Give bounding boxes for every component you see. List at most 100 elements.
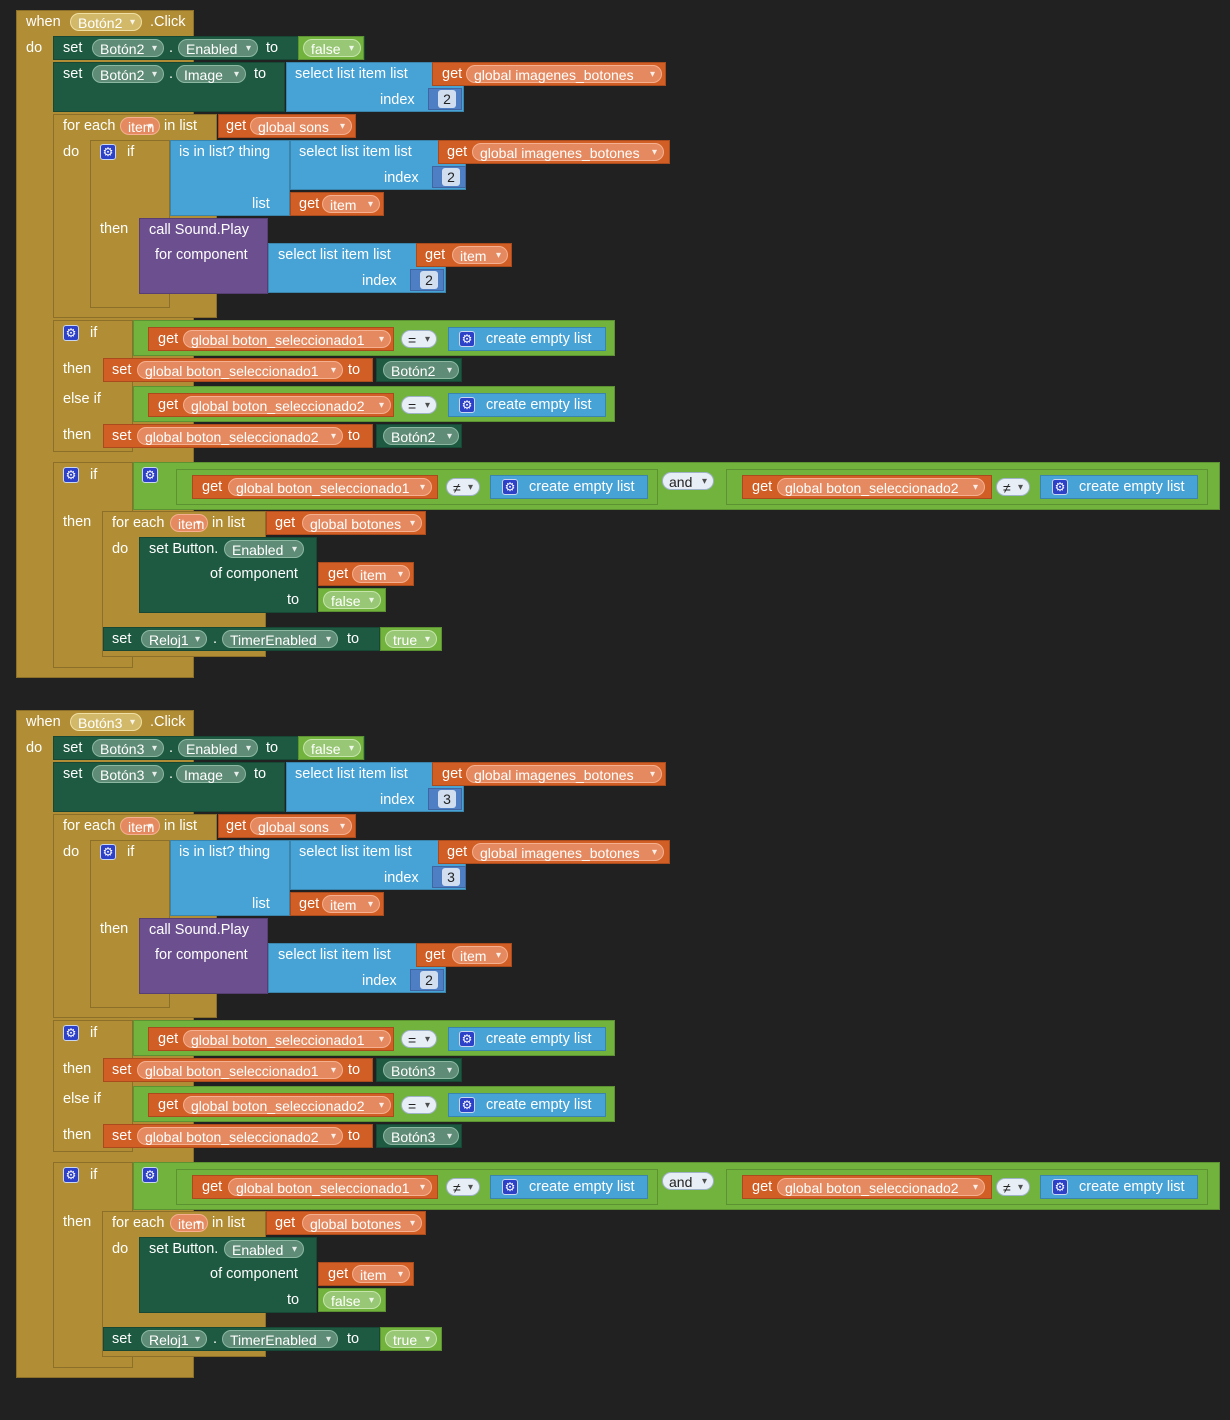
component-dropdown[interactable]: Botón3 bbox=[383, 1127, 459, 1146]
mutator-gear-icon[interactable]: ⚙ bbox=[459, 397, 475, 413]
variable-dropdown[interactable]: global boton_seleccionado1 bbox=[137, 1061, 343, 1080]
component-dropdown[interactable]: Botón2 bbox=[70, 13, 142, 32]
variable-dropdown[interactable]: global sons bbox=[250, 817, 352, 836]
variable-dropdown[interactable]: global boton_seleccionado2 bbox=[137, 1127, 343, 1146]
boolean-dropdown[interactable]: true bbox=[385, 1330, 437, 1349]
variable-dropdown[interactable]: global boton_seleccionado1 bbox=[137, 361, 343, 380]
loop-variable[interactable]: item bbox=[170, 514, 208, 533]
property-dropdown[interactable]: Image bbox=[176, 65, 246, 84]
variable-dropdown[interactable]: global imagenes_botones bbox=[466, 65, 662, 84]
create-empty-list-label: create empty list bbox=[1079, 1179, 1185, 1195]
call-sound-play-block[interactable] bbox=[139, 918, 268, 994]
boolean-dropdown[interactable]: true bbox=[385, 630, 437, 649]
variable-dropdown[interactable]: item bbox=[452, 946, 508, 965]
select-list-item-label: select list item list bbox=[295, 66, 408, 82]
compare-operator-dropdown[interactable]: = bbox=[401, 396, 437, 415]
for-each-label: for each bbox=[112, 515, 165, 531]
component-dropdown[interactable]: Botón2 bbox=[92, 39, 164, 58]
component-dropdown[interactable]: Botón2 bbox=[383, 361, 459, 380]
compare-operator-dropdown[interactable]: = bbox=[401, 1030, 437, 1049]
boolean-dropdown[interactable]: false bbox=[303, 39, 361, 58]
index-number[interactable]: 2 bbox=[438, 90, 456, 108]
index-number[interactable]: 3 bbox=[438, 790, 456, 808]
index-number[interactable]: 2 bbox=[420, 271, 438, 289]
mutator-gear-icon[interactable]: ⚙ bbox=[142, 467, 158, 483]
variable-dropdown[interactable]: item bbox=[352, 565, 410, 584]
variable-dropdown[interactable]: global boton_seleccionado2 bbox=[183, 396, 391, 415]
compare-operator-dropdown[interactable]: ≠ bbox=[446, 1178, 480, 1197]
mutator-gear-icon[interactable]: ⚙ bbox=[502, 479, 518, 495]
logic-operator-dropdown[interactable]: and bbox=[662, 1172, 714, 1191]
mutator-gear-icon[interactable]: ⚙ bbox=[1052, 1179, 1068, 1195]
variable-dropdown[interactable]: global imagenes_botones bbox=[472, 843, 664, 862]
call-sound-play-block[interactable] bbox=[139, 218, 268, 294]
mutator-gear-icon[interactable]: ⚙ bbox=[142, 1167, 158, 1183]
mutator-gear-icon[interactable]: ⚙ bbox=[459, 331, 475, 347]
variable-dropdown[interactable]: global imagenes_botones bbox=[472, 143, 664, 162]
property-dropdown[interactable]: Enabled bbox=[178, 739, 258, 758]
variable-dropdown[interactable]: global boton_seleccionado2 bbox=[183, 1096, 391, 1115]
loop-variable[interactable]: item bbox=[120, 117, 160, 136]
mutator-gear-icon[interactable]: ⚙ bbox=[502, 1179, 518, 1195]
mutator-gear-icon[interactable]: ⚙ bbox=[63, 325, 79, 341]
variable-dropdown[interactable]: global boton_seleccionado2 bbox=[777, 478, 985, 497]
mutator-gear-icon[interactable]: ⚙ bbox=[63, 1025, 79, 1041]
component-dropdown[interactable]: Reloj1 bbox=[141, 1330, 207, 1349]
variable-dropdown[interactable]: global boton_seleccionado1 bbox=[228, 478, 432, 497]
index-number[interactable]: 2 bbox=[442, 168, 460, 186]
mutator-gear-icon[interactable]: ⚙ bbox=[63, 467, 79, 483]
component-dropdown[interactable]: Reloj1 bbox=[141, 630, 207, 649]
component-dropdown[interactable]: Botón3 bbox=[92, 765, 164, 784]
variable-dropdown[interactable]: item bbox=[322, 195, 380, 214]
compare-operator-dropdown[interactable]: ≠ bbox=[446, 478, 480, 497]
in-list-label: in list bbox=[164, 118, 198, 134]
compare-operator-dropdown[interactable]: ≠ bbox=[996, 478, 1030, 497]
variable-dropdown[interactable]: item bbox=[352, 1265, 410, 1284]
to-label: to bbox=[254, 766, 267, 782]
property-dropdown[interactable]: Enabled bbox=[224, 1240, 304, 1259]
boolean-dropdown[interactable]: false bbox=[303, 739, 361, 758]
component-dropdown[interactable]: Botón2 bbox=[383, 427, 459, 446]
index-number[interactable]: 2 bbox=[420, 971, 438, 989]
loop-variable[interactable]: item bbox=[120, 817, 160, 836]
property-dropdown[interactable]: TimerEnabled bbox=[222, 1330, 338, 1349]
for-each-label: for each bbox=[63, 118, 116, 134]
is-in-list-block[interactable] bbox=[170, 840, 290, 916]
variable-dropdown[interactable]: global boton_seleccionado1 bbox=[228, 1178, 432, 1197]
variable-dropdown[interactable]: global boton_seleccionado1 bbox=[183, 330, 391, 349]
variable-dropdown[interactable]: global boton_seleccionado2 bbox=[777, 1178, 985, 1197]
property-dropdown[interactable]: TimerEnabled bbox=[222, 630, 338, 649]
component-dropdown[interactable]: Botón3 bbox=[70, 713, 142, 732]
variable-dropdown[interactable]: global boton_seleccionado2 bbox=[137, 427, 343, 446]
mutator-gear-icon[interactable]: ⚙ bbox=[459, 1031, 475, 1047]
variable-dropdown[interactable]: item bbox=[322, 895, 380, 914]
compare-operator-dropdown[interactable]: ≠ bbox=[996, 1178, 1030, 1197]
mutator-gear-icon[interactable]: ⚙ bbox=[63, 1167, 79, 1183]
mutator-gear-icon[interactable]: ⚙ bbox=[459, 1097, 475, 1113]
dot-label: . bbox=[169, 766, 174, 782]
mutator-gear-icon[interactable]: ⚙ bbox=[1052, 479, 1068, 495]
is-in-list-block[interactable] bbox=[170, 140, 290, 216]
variable-dropdown[interactable]: global sons bbox=[250, 117, 352, 136]
component-dropdown[interactable]: Botón3 bbox=[92, 739, 164, 758]
index-number[interactable]: 3 bbox=[442, 868, 460, 886]
variable-dropdown[interactable]: global imagenes_botones bbox=[466, 765, 662, 784]
boolean-dropdown[interactable]: false bbox=[323, 1291, 381, 1310]
then-label: then bbox=[100, 921, 129, 937]
mutator-gear-icon[interactable]: ⚙ bbox=[100, 144, 116, 160]
logic-operator-dropdown[interactable]: and bbox=[662, 472, 714, 491]
component-dropdown[interactable]: Botón2 bbox=[92, 65, 164, 84]
property-dropdown[interactable]: Enabled bbox=[224, 540, 304, 559]
property-dropdown[interactable]: Enabled bbox=[178, 39, 258, 58]
variable-dropdown[interactable]: global botones bbox=[302, 514, 422, 533]
variable-dropdown[interactable]: global boton_seleccionado1 bbox=[183, 1030, 391, 1049]
compare-operator-dropdown[interactable]: = bbox=[401, 1096, 437, 1115]
loop-variable[interactable]: item bbox=[170, 1214, 208, 1233]
compare-operator-dropdown[interactable]: = bbox=[401, 330, 437, 349]
boolean-dropdown[interactable]: false bbox=[323, 591, 381, 610]
variable-dropdown[interactable]: item bbox=[452, 246, 508, 265]
mutator-gear-icon[interactable]: ⚙ bbox=[100, 844, 116, 860]
property-dropdown[interactable]: Image bbox=[176, 765, 246, 784]
variable-dropdown[interactable]: global botones bbox=[302, 1214, 422, 1233]
component-dropdown[interactable]: Botón3 bbox=[383, 1061, 459, 1080]
